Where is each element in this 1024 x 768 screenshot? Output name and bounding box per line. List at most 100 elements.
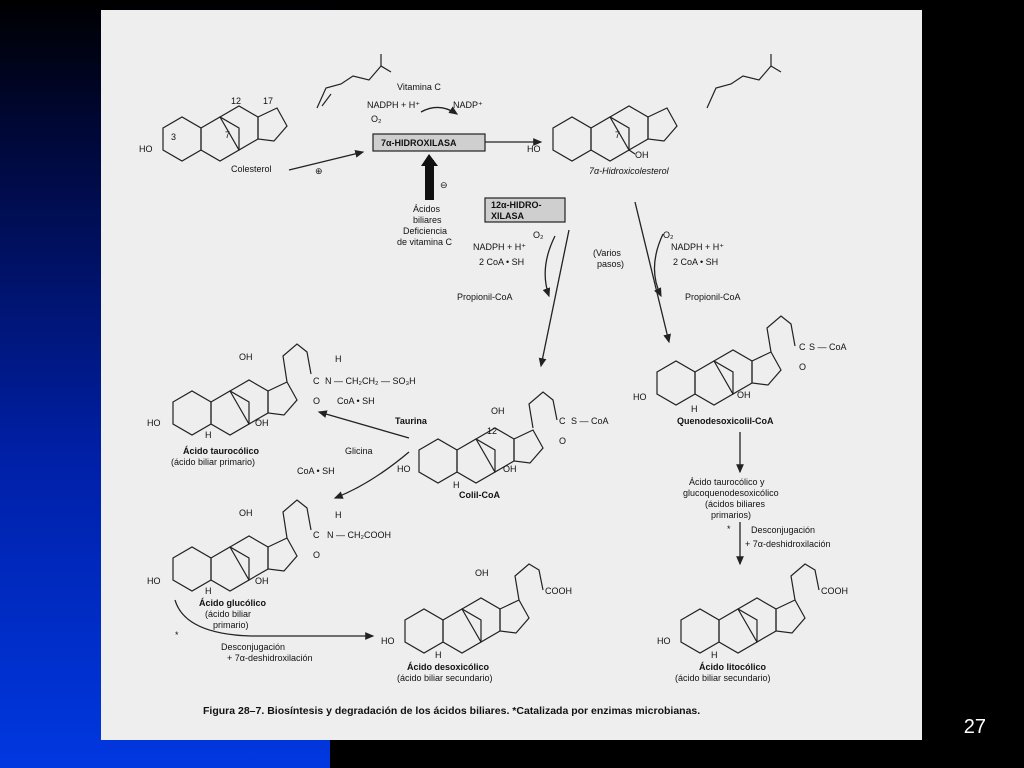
enzyme-12a-box [484, 197, 566, 223]
right-mid-4: primarios) [711, 510, 751, 520]
colil-c12: 12 [487, 426, 497, 436]
pathway-diagram: HO 3 7 12 17 Colesterol ⊕ Vitamina C NAD… [139, 54, 848, 717]
right-star: * [727, 524, 731, 534]
lito-cooh: COOH [821, 586, 848, 596]
right-o2: O₂ [663, 230, 674, 240]
colil-oh-12: OH [491, 406, 505, 416]
colil-structure [418, 391, 558, 484]
tauro-chain: N — CH₂CH₂ — SO₃H [325, 376, 416, 386]
top-nadp: NADP⁺ [453, 100, 483, 110]
colil-h: H [453, 480, 460, 490]
slide-number: 27 [963, 716, 986, 738]
gluco-oh-12: OH [239, 508, 253, 518]
desoxi-ho: HO [381, 636, 395, 646]
glucolico-sub2: primario) [213, 620, 249, 630]
tauro-ho: HO [147, 418, 161, 428]
queno-ho: HO [633, 392, 647, 402]
colil-scoa: S — CoA [571, 416, 609, 426]
queno-oh: OH [737, 390, 751, 400]
litocolico-structure [680, 563, 820, 654]
right-dehyd: + 7α-deshidroxilación [745, 539, 831, 549]
desoxi-h: H [435, 650, 442, 660]
left-coa: 2 CoA • SH [479, 257, 524, 267]
hydroxy-label: 7α-Hidroxicolesterol [589, 166, 670, 176]
colil-c: C [559, 416, 566, 426]
coash-taurina: CoA • SH [337, 396, 375, 406]
lito-h: H [711, 650, 718, 660]
cholesterol-c7: 7 [225, 130, 230, 140]
left-dehyd: + 7α-deshidroxilación [227, 653, 313, 663]
enzyme-12a-line1: 12α-HIDRO- [491, 200, 542, 210]
quenodesoxicolil-structure [656, 315, 796, 406]
hydroxy-oh: OH [635, 150, 649, 160]
bile-acid-figure: HO 3 7 12 17 Colesterol ⊕ Vitamina C NAD… [101, 10, 922, 740]
arrow-to-tauro [317, 410, 410, 439]
tauro-o: O [313, 396, 320, 406]
litocolico-label: Ácido litocólico [699, 662, 767, 672]
gluco-c: C [313, 530, 320, 540]
inhibitor-3: Deficiencia [403, 226, 447, 236]
gluco-oh-7: OH [255, 576, 269, 586]
glucolico-sub1: (ácido biliar [205, 609, 251, 619]
inhibitor-2: biliares [413, 215, 442, 225]
desoxi-oh-12: OH [475, 568, 489, 578]
glucolico-structure [172, 499, 312, 592]
colil-ho: HO [397, 464, 411, 474]
enzyme-7a-name: 7α-HIDROXILASA [381, 138, 457, 148]
gluco-ho: HO [147, 576, 161, 586]
figure-caption: Figura 28–7. Biosíntesis y degradación d… [203, 705, 700, 717]
tauro-h: H [205, 430, 212, 440]
cholesterol-c12: 12 [231, 96, 241, 106]
right-mid-2: glucoquenodesoxicólico [683, 488, 779, 498]
right-mid-3: (ácidos biliares [705, 499, 766, 509]
desoxi-cooh: COOH [545, 586, 572, 596]
coash-glicina: CoA • SH [297, 466, 335, 476]
arrow-to-colil [538, 229, 570, 368]
arrow-to-desoxi [174, 599, 375, 640]
right-nadph: NADPH + H⁺ [671, 242, 724, 252]
enzyme-12a-line2: XILASA [491, 211, 525, 221]
inhibition-arrow-head [421, 154, 438, 166]
colil-oh-7: OH [503, 464, 517, 474]
left-star: * [175, 630, 179, 640]
queno-c: C [799, 342, 806, 352]
lito-ho: HO [657, 636, 671, 646]
right-mid-1: Ácido taurocólico y [689, 477, 765, 487]
hydroxycholesterol-structure [552, 54, 782, 162]
left-o2: O₂ [533, 230, 544, 240]
glucolico-label: Ácido glucólico [199, 598, 267, 608]
left-decon: Desconjugación [221, 642, 285, 652]
cholesterol-ho: HO [139, 144, 153, 154]
tauro-oh-7: OH [255, 418, 269, 428]
desoxicolico-structure [404, 563, 544, 654]
inhibitor-1: Ácidos [413, 204, 441, 214]
queno-h: H [691, 404, 698, 414]
steps-2: pasos) [597, 259, 624, 269]
cholesterol-arrow [288, 150, 365, 171]
gluco-nh: H [335, 510, 342, 520]
hydroxy-ho: HO [527, 144, 541, 154]
arrow-to-queno [634, 201, 671, 344]
top-o2: O₂ [371, 114, 382, 124]
desoxicolico-label: Ácido desoxicólico [407, 662, 490, 672]
gluco-o: O [313, 550, 320, 560]
litocolico-sub: (ácido biliar secundario) [675, 673, 771, 683]
taurocolico-sub: (ácido biliar primario) [171, 457, 255, 467]
right-decon: Desconjugación [751, 525, 815, 535]
gluco-h: H [205, 586, 212, 596]
cholesterol-structure [162, 54, 392, 162]
tauro-oh-12: OH [239, 352, 253, 362]
hydroxy-c7: 7 [615, 130, 620, 140]
cholesterol-c3: 3 [171, 132, 176, 142]
right-coa: 2 CoA • SH [673, 257, 718, 267]
glicina-label: Glicina [345, 446, 373, 456]
activate-symbol: ⊕ [315, 166, 323, 176]
tauro-nh: H [335, 354, 342, 364]
cholesterol-c17: 17 [263, 96, 273, 106]
inhibition-arrow-body [425, 160, 434, 200]
desoxicolico-sub: (ácido biliar secundario) [397, 673, 493, 683]
colil-o: O [559, 436, 566, 446]
inhibit-symbol: ⊖ [440, 180, 448, 190]
top-nadph: NADPH + H⁺ [367, 100, 420, 110]
inhibitor-4: de vitamina C [397, 237, 453, 247]
